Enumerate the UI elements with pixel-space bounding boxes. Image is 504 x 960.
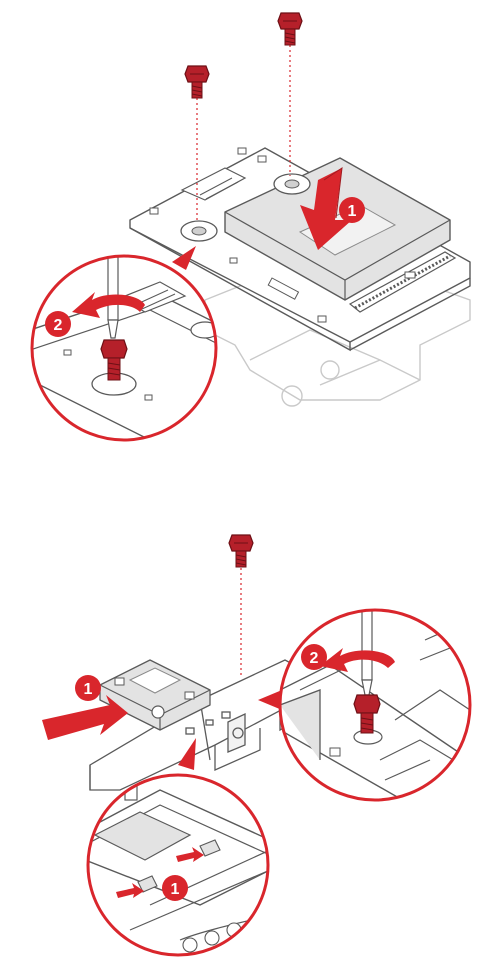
step-number: 1 <box>84 681 93 698</box>
top-panel: 1 <box>30 13 470 440</box>
zoom-callout: 1 <box>85 775 270 955</box>
screw-icon <box>229 535 253 567</box>
screw-icon <box>278 13 302 45</box>
step-number: 2 <box>54 317 63 334</box>
step-badge: 1 <box>75 675 101 701</box>
step-number: 2 <box>310 650 319 667</box>
screwdriver-icon <box>362 600 372 695</box>
step-number: 1 <box>348 203 357 220</box>
screwdriver-icon <box>108 240 118 338</box>
zoom-callout: 2 <box>280 600 470 810</box>
step-number: 1 <box>171 881 180 898</box>
step-badge: 2 <box>301 644 327 670</box>
step-badge: 2 <box>45 311 71 337</box>
step-badge: 1 <box>339 197 365 223</box>
step-badge: 1 <box>162 875 188 901</box>
bottom-panel: 1 <box>42 535 470 955</box>
screw-icon <box>185 66 209 98</box>
